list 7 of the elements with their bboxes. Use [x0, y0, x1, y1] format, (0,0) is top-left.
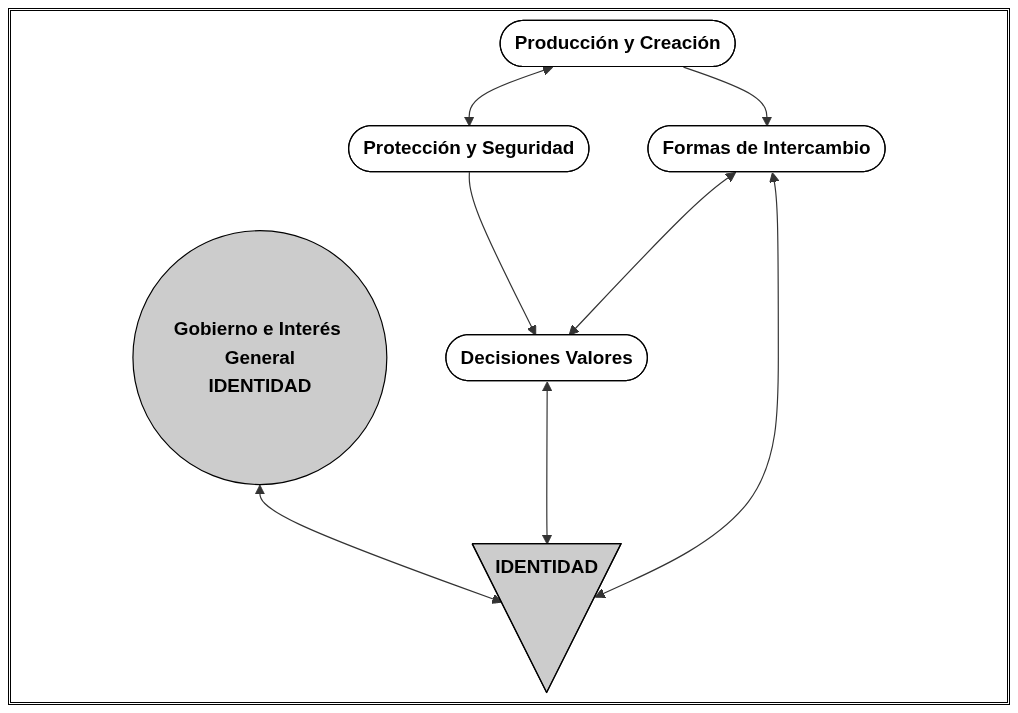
arrow: [682, 66, 773, 127]
arrow: [464, 65, 554, 127]
arrow: [594, 172, 780, 598]
arrow: [541, 381, 553, 545]
arrow: [468, 171, 537, 336]
arrow: [568, 172, 737, 336]
node-circle: Gobierno e Interés General IDENTIDAD: [132, 230, 388, 486]
